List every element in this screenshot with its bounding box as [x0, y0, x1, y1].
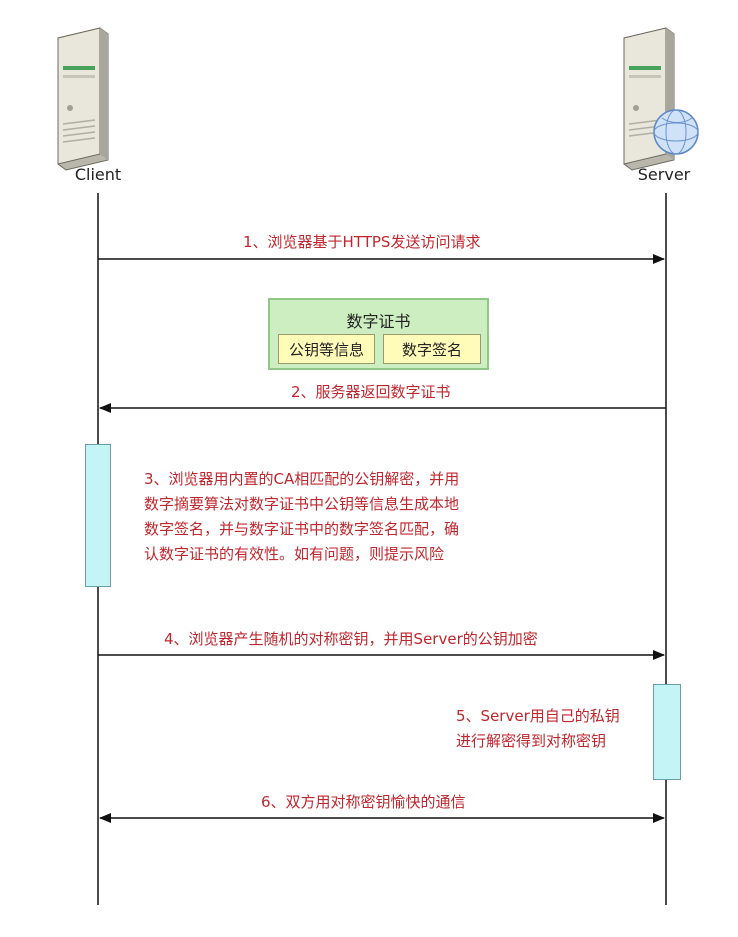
- client-label: Client: [74, 165, 122, 184]
- certificate-field-public-key: 公钥等信息: [278, 334, 375, 364]
- note-step-5: 5、Server用自己的私钥 进行解密得到对称密钥: [456, 707, 620, 750]
- server-tower-icon: [57, 27, 109, 171]
- client-activation-bar: [85, 444, 111, 587]
- certificate-title: 数字证书: [346, 312, 411, 331]
- note-step-3: 3、浏览器用内置的CA相匹配的公钥解密，并用 数字摘要算法对数字证书中公钥等信息…: [144, 470, 460, 563]
- message-6-label: 6、双方用对称密钥愉快的通信: [261, 793, 466, 811]
- message-4-label: 4、浏览器产生随机的对称密钥，并用Server的公钥加密: [164, 630, 538, 648]
- server-label: Server: [637, 165, 691, 184]
- digital-certificate: 数字证书 公钥等信息 数字签名: [268, 298, 489, 370]
- message-1-label: 1、浏览器基于HTTPS发送访问请求: [243, 233, 481, 251]
- server-activation-bar: [653, 684, 681, 780]
- certificate-field-signature: 数字签名: [383, 334, 481, 364]
- server-globe-icon: [623, 27, 699, 171]
- message-2-label: 2、服务器返回数字证书: [291, 383, 451, 401]
